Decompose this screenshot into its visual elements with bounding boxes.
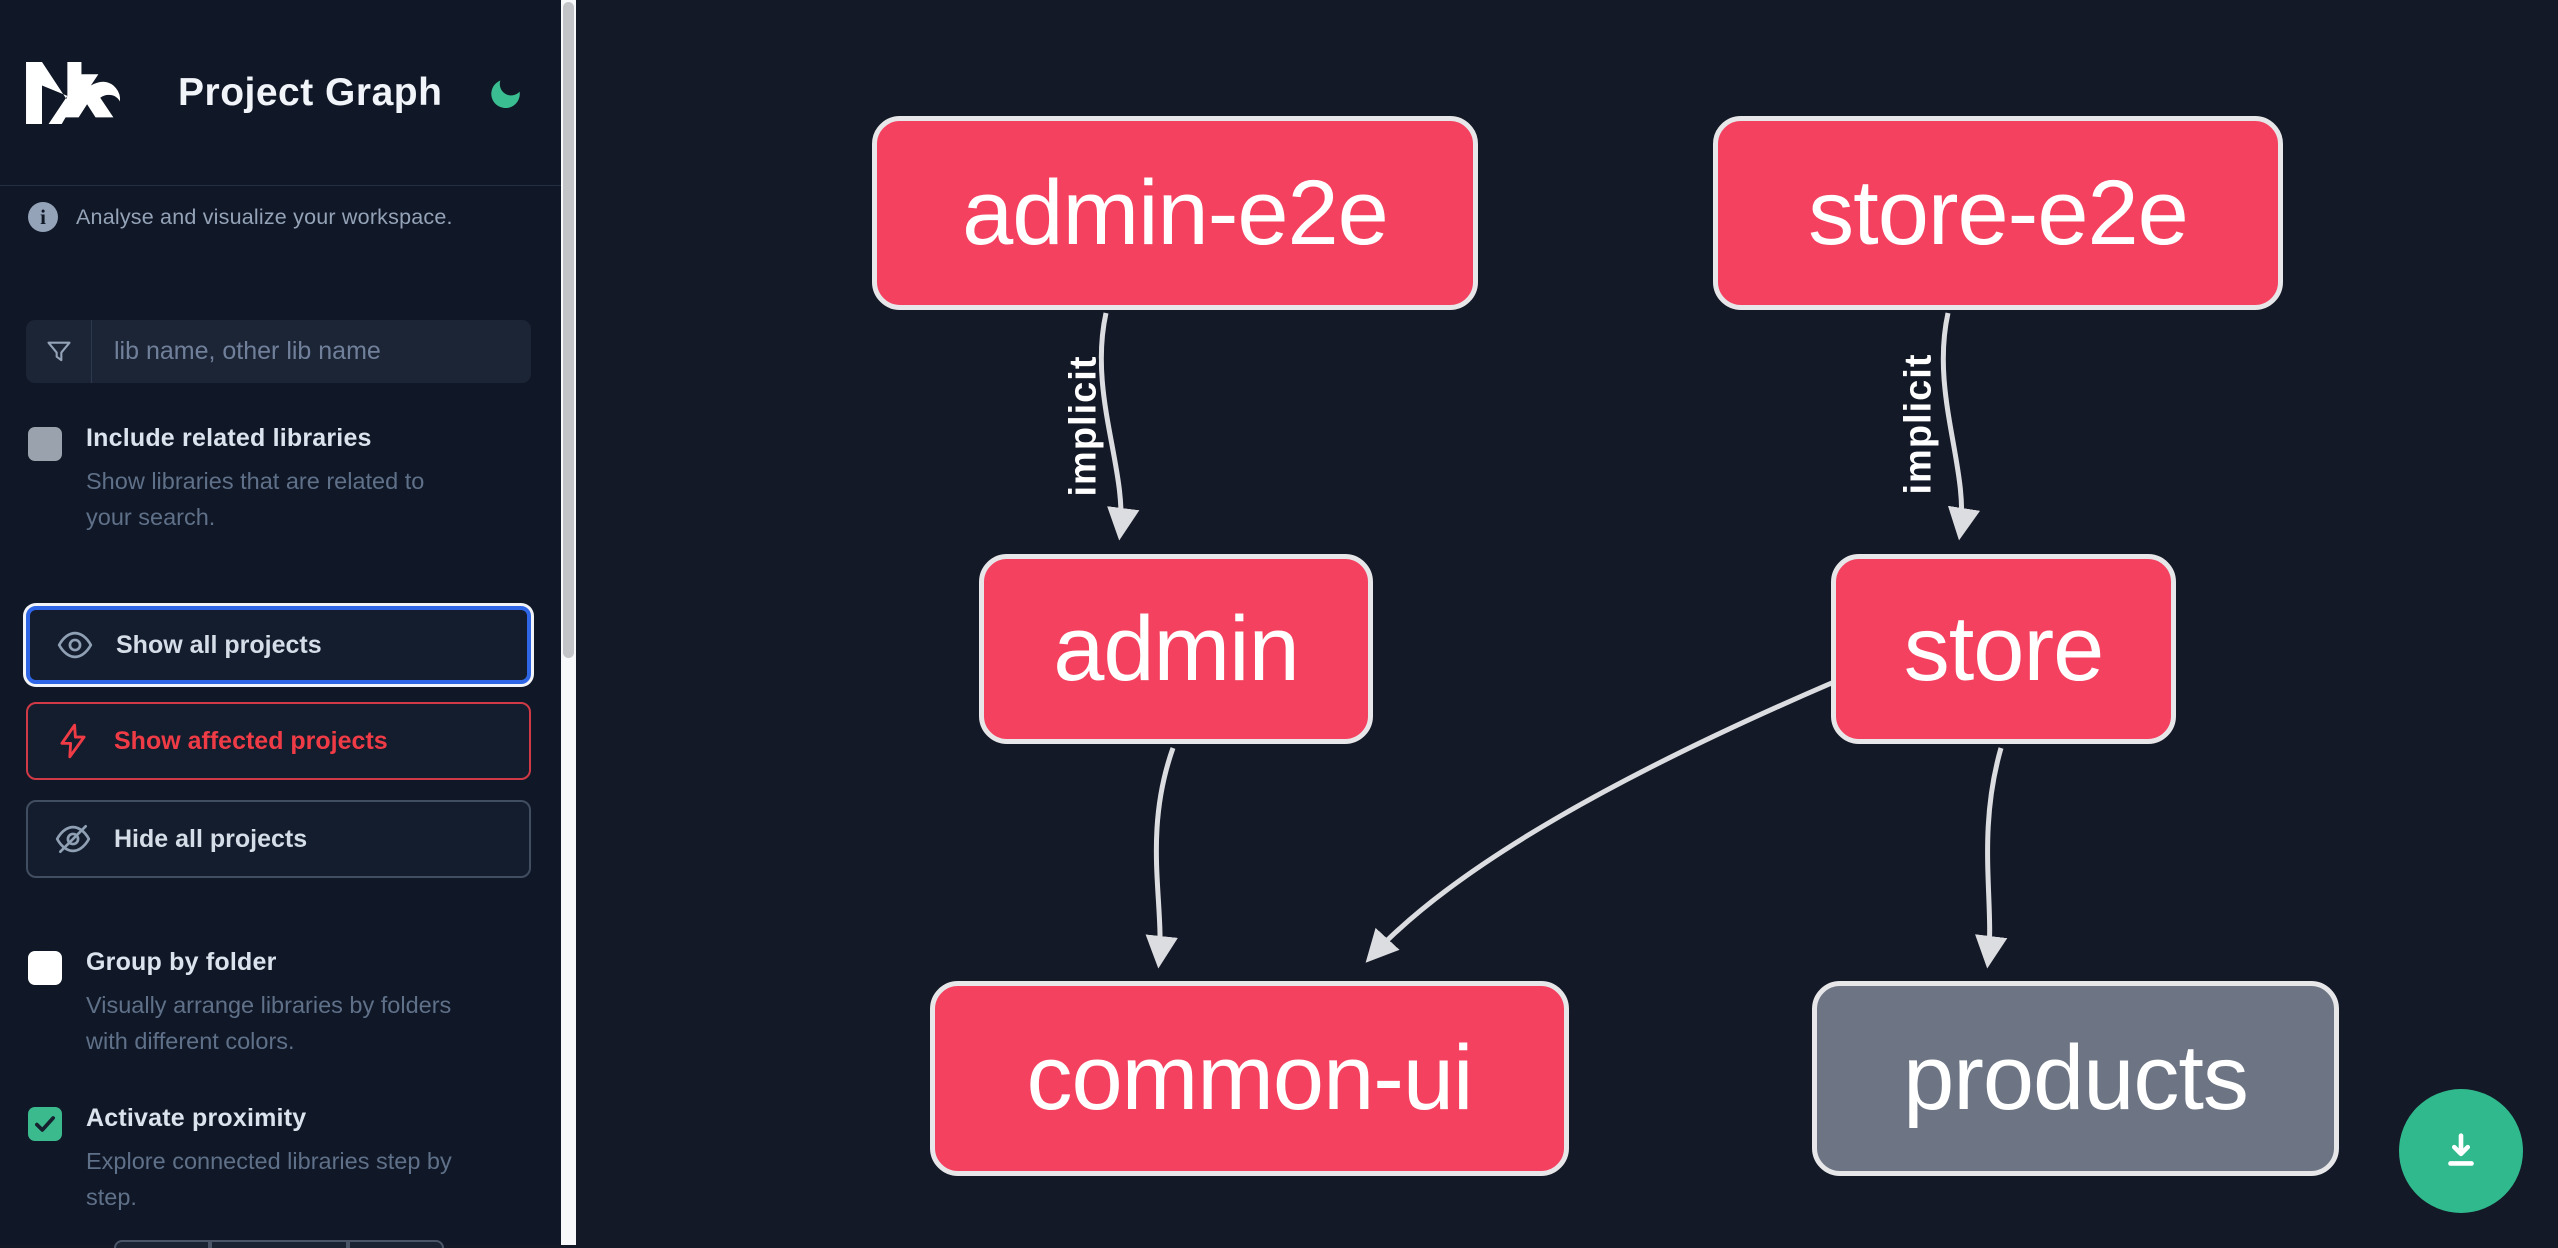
graph-node-products[interactable]: products: [1812, 981, 2339, 1176]
project-graph-canvas[interactable]: admin-e2e store-e2e admin store common-u…: [576, 0, 2558, 1245]
toggle-include-related-libraries[interactable]: Include related libraries Show libraries…: [28, 424, 498, 535]
node-label: admin-e2e: [962, 161, 1389, 264]
checkbox-activate-proximity[interactable]: [28, 1107, 62, 1141]
segmented-control-partial[interactable]: [114, 1240, 444, 1248]
lightning-bolt-icon: [60, 723, 86, 759]
node-label: admin: [1053, 597, 1300, 700]
eye-icon: [57, 631, 93, 659]
edge-store-common-ui: [1365, 679, 1835, 963]
edge-label-implicit: implicit: [1897, 353, 1940, 495]
toggle-description: Explore connected libraries step by step…: [86, 1148, 452, 1210]
node-label: store: [1903, 597, 2105, 700]
node-label: store-e2e: [1808, 161, 2189, 264]
sidebar-header: Project Graph: [0, 0, 561, 186]
toggle-label: Include related libraries: [86, 424, 372, 452]
scrollbar-thumb[interactable]: [563, 2, 574, 658]
edge-label-implicit: implicit: [1062, 355, 1105, 497]
graph-node-store[interactable]: store: [1831, 554, 2176, 744]
graph-node-store-e2e[interactable]: store-e2e: [1713, 116, 2283, 310]
node-label: common-ui: [1026, 1027, 1473, 1129]
info-icon: i: [28, 202, 58, 232]
toggle-label: Activate proximity: [86, 1104, 307, 1132]
toggle-description: Visually arrange libraries by folders wi…: [86, 992, 452, 1054]
graph-node-common-ui[interactable]: common-ui: [930, 981, 1569, 1176]
show-all-projects-button[interactable]: Show all projects: [26, 606, 531, 684]
checkbox-group-by-folder[interactable]: [28, 951, 62, 985]
toggle-label: Group by folder: [86, 948, 277, 976]
node-label: products: [1903, 1027, 2249, 1129]
info-text: Analyse and visualize your workspace.: [76, 204, 453, 229]
button-label: Hide all projects: [114, 824, 308, 853]
download-graph-button[interactable]: [2399, 1089, 2523, 1213]
page-title: Project Graph: [178, 70, 443, 114]
button-label: Show affected projects: [114, 726, 388, 755]
show-affected-projects-button[interactable]: Show affected projects: [26, 702, 531, 780]
graph-node-admin[interactable]: admin: [979, 554, 1373, 744]
button-label: Show all projects: [116, 630, 322, 659]
graph-node-admin-e2e[interactable]: admin-e2e: [872, 116, 1478, 310]
workspace-info: i Analyse and visualize your workspace.: [28, 202, 453, 232]
download-icon: [2448, 1133, 2474, 1166]
search-input[interactable]: [92, 320, 531, 383]
moon-icon[interactable]: [488, 75, 524, 111]
filter-funnel-icon: [26, 320, 92, 383]
checkmark-icon: [35, 1116, 55, 1132]
toggle-description: Show libraries that are related to your …: [86, 468, 425, 530]
edge-admin-common-ui: [1145, 747, 1178, 969]
checkbox-include-related[interactable]: [28, 427, 62, 461]
eye-off-icon: [55, 824, 91, 854]
search-box: [26, 320, 531, 383]
sidebar-scrollbar[interactable]: [561, 0, 576, 1245]
hide-all-projects-button[interactable]: Hide all projects: [26, 800, 531, 878]
toggle-activate-proximity[interactable]: Activate proximity Explore connected lib…: [28, 1104, 498, 1215]
toggle-group-by-folder[interactable]: Group by folder Visually arrange librari…: [28, 948, 498, 1059]
nx-logo: [26, 61, 120, 124]
sidebar: Project Graph i Analyse and visualize yo…: [0, 0, 561, 1248]
edge-store-e2e-store: [1940, 312, 1981, 541]
edge-store-products: [1975, 747, 2008, 969]
